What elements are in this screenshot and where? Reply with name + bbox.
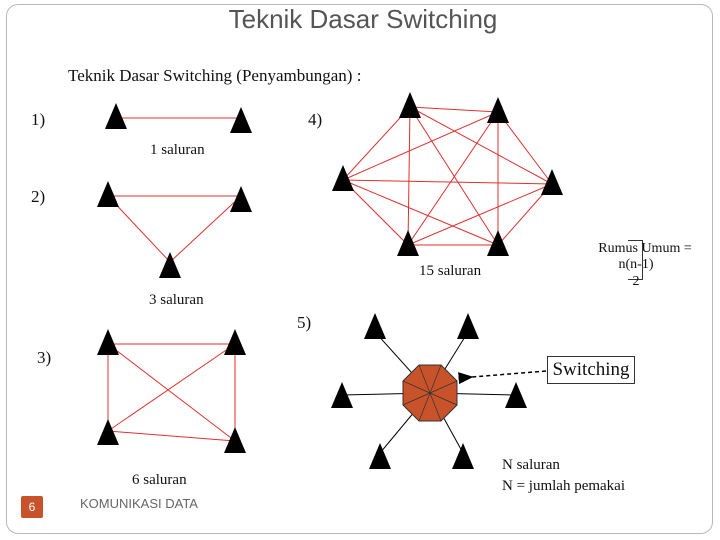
formula-line1: Rumus Umum = bbox=[598, 241, 692, 256]
diagram-1-caption: 1 saluran bbox=[150, 142, 205, 158]
node-triangle bbox=[224, 329, 246, 355]
node-triangle bbox=[105, 103, 127, 129]
slide-title: Teknik Dasar Switching bbox=[228, 4, 498, 34]
diagram-2-number: 2) bbox=[31, 187, 46, 206]
slide-subtitle: Teknik Dasar Switching (Penyambungan) : bbox=[68, 66, 362, 85]
diagram-2-nodes bbox=[97, 181, 252, 278]
node-triangle bbox=[97, 329, 119, 355]
node-triangle bbox=[97, 181, 119, 207]
node-triangle bbox=[332, 165, 354, 191]
node-triangle bbox=[399, 92, 421, 118]
node-triangle bbox=[452, 443, 474, 469]
node-triangle bbox=[369, 443, 391, 469]
diagram-5-caption-line1: N saluran bbox=[502, 457, 560, 473]
diagram-1-nodes bbox=[105, 103, 252, 133]
node-triangle bbox=[159, 252, 181, 278]
diagram-3-caption: 6 saluran bbox=[132, 472, 187, 488]
formula-line3: 2 bbox=[632, 274, 640, 289]
diagram-3-nodes bbox=[97, 329, 246, 453]
node-triangle bbox=[457, 313, 479, 339]
switching-label: Switching bbox=[547, 356, 635, 384]
node-triangle bbox=[224, 427, 246, 453]
switch-octagon bbox=[402, 364, 458, 422]
diagram-3-links bbox=[107, 343, 236, 442]
diagram-5-caption-line2: N = jumlah pemakai bbox=[502, 478, 626, 494]
node-triangle bbox=[541, 169, 563, 195]
diagram-4-nodes bbox=[332, 92, 563, 256]
diagram-4-number: 4) bbox=[308, 110, 323, 129]
diagram-5-number: 5) bbox=[297, 313, 312, 332]
diagram-1-number: 1) bbox=[31, 110, 46, 129]
node-triangle bbox=[487, 230, 509, 256]
diagram-2-links bbox=[107, 195, 242, 263]
node-triangle bbox=[364, 313, 386, 339]
node-triangle bbox=[331, 382, 353, 408]
diagram-5-nodes bbox=[331, 313, 527, 469]
formula-line2: n(n-1) bbox=[618, 257, 654, 272]
node-triangle bbox=[97, 419, 119, 445]
diagram-4-links bbox=[342, 106, 553, 246]
node-triangle bbox=[397, 230, 419, 256]
diagram-3-number: 3) bbox=[37, 348, 52, 367]
switch-pointer-arrow bbox=[458, 370, 547, 385]
page-number: 6 bbox=[21, 496, 43, 518]
node-triangle bbox=[505, 382, 527, 408]
node-triangle bbox=[230, 107, 252, 133]
diagram-2-caption: 3 saluran bbox=[149, 292, 204, 308]
footer-label: KOMUNIKASI DATA bbox=[80, 496, 198, 511]
node-triangle bbox=[487, 97, 509, 123]
formula-bracket bbox=[628, 240, 643, 280]
diagram-4-caption: 15 saluran bbox=[419, 263, 482, 279]
node-triangle bbox=[230, 186, 252, 212]
slide-frame bbox=[6, 4, 713, 534]
